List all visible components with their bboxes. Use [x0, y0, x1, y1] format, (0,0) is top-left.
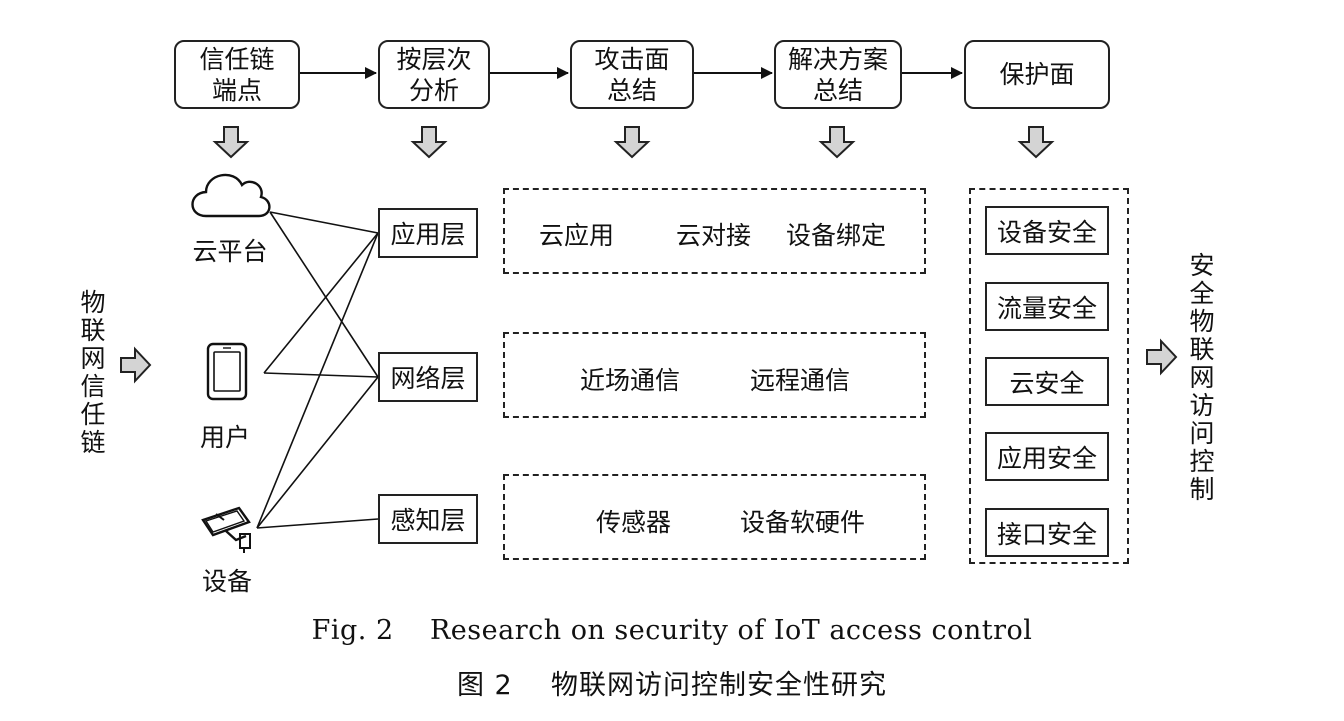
- figure-caption-zh: 图 2 物联网访问控制安全性研究: [456, 670, 888, 701]
- step-attack-surface-summary: 攻击面 总结: [570, 40, 694, 109]
- attack-item-cloud-docking: 云对接: [676, 221, 752, 250]
- attack-item-remote: 远程通信: [750, 366, 851, 395]
- entity-label-device: 设备: [201, 567, 252, 596]
- step-layered-analysis: 按层次 分析: [378, 40, 490, 109]
- cloud-icon: [191, 173, 271, 218]
- down-arrow-icon: [212, 126, 250, 159]
- step-trust-chain-endpoints: 信任链 端点: [174, 40, 300, 109]
- layer-perception: 感知层: [378, 494, 478, 544]
- attack-item-device-binding: 设备绑定: [786, 221, 887, 250]
- layer-application: 应用层: [378, 208, 478, 258]
- protection-traffic-security: 流量安全: [985, 282, 1109, 331]
- camera-icon: [201, 506, 251, 553]
- entity-label-cloud-platform: 云平台: [192, 237, 268, 266]
- step-solution-summary: 解决方案 总结: [774, 40, 902, 109]
- protection-interface-security: 接口安全: [985, 508, 1109, 557]
- left-label-iot-trust-chain: 物联网信任链: [80, 288, 106, 457]
- right-arrow-icon: [1146, 338, 1178, 376]
- protection-application-security: 应用安全: [985, 432, 1109, 481]
- down-arrow-icon: [818, 126, 856, 159]
- right-arrow-icon: [120, 346, 152, 384]
- protection-device-security: 设备安全: [985, 206, 1109, 255]
- attack-item-cloud-app: 云应用: [539, 221, 615, 250]
- attack-item-sensor: 传感器: [596, 508, 672, 537]
- right-label-secure-iot-access-control: 安全物联网访问控制: [1189, 251, 1215, 504]
- down-arrow-icon: [410, 126, 448, 159]
- down-arrow-icon: [1017, 126, 1055, 159]
- attack-surface-network: [503, 332, 926, 418]
- step-protection-surface: 保护面: [964, 40, 1110, 109]
- layer-network: 网络层: [378, 352, 478, 402]
- attack-surface-application: [503, 188, 926, 274]
- attack-item-near-field: 近场通信: [580, 366, 681, 395]
- phone-icon: [206, 342, 248, 401]
- attack-item-device-hw-sw: 设备软硬件: [740, 508, 866, 537]
- down-arrow-icon: [613, 126, 651, 159]
- attack-surface-perception: [503, 474, 926, 560]
- entity-layer-links: [256, 211, 379, 529]
- protection-cloud-security: 云安全: [985, 357, 1109, 406]
- entity-label-user: 用户: [199, 423, 250, 452]
- protection-surface-group: [969, 188, 1129, 564]
- figure-caption-en: Fig. 2 Research on security of IoT acces…: [311, 615, 1033, 646]
